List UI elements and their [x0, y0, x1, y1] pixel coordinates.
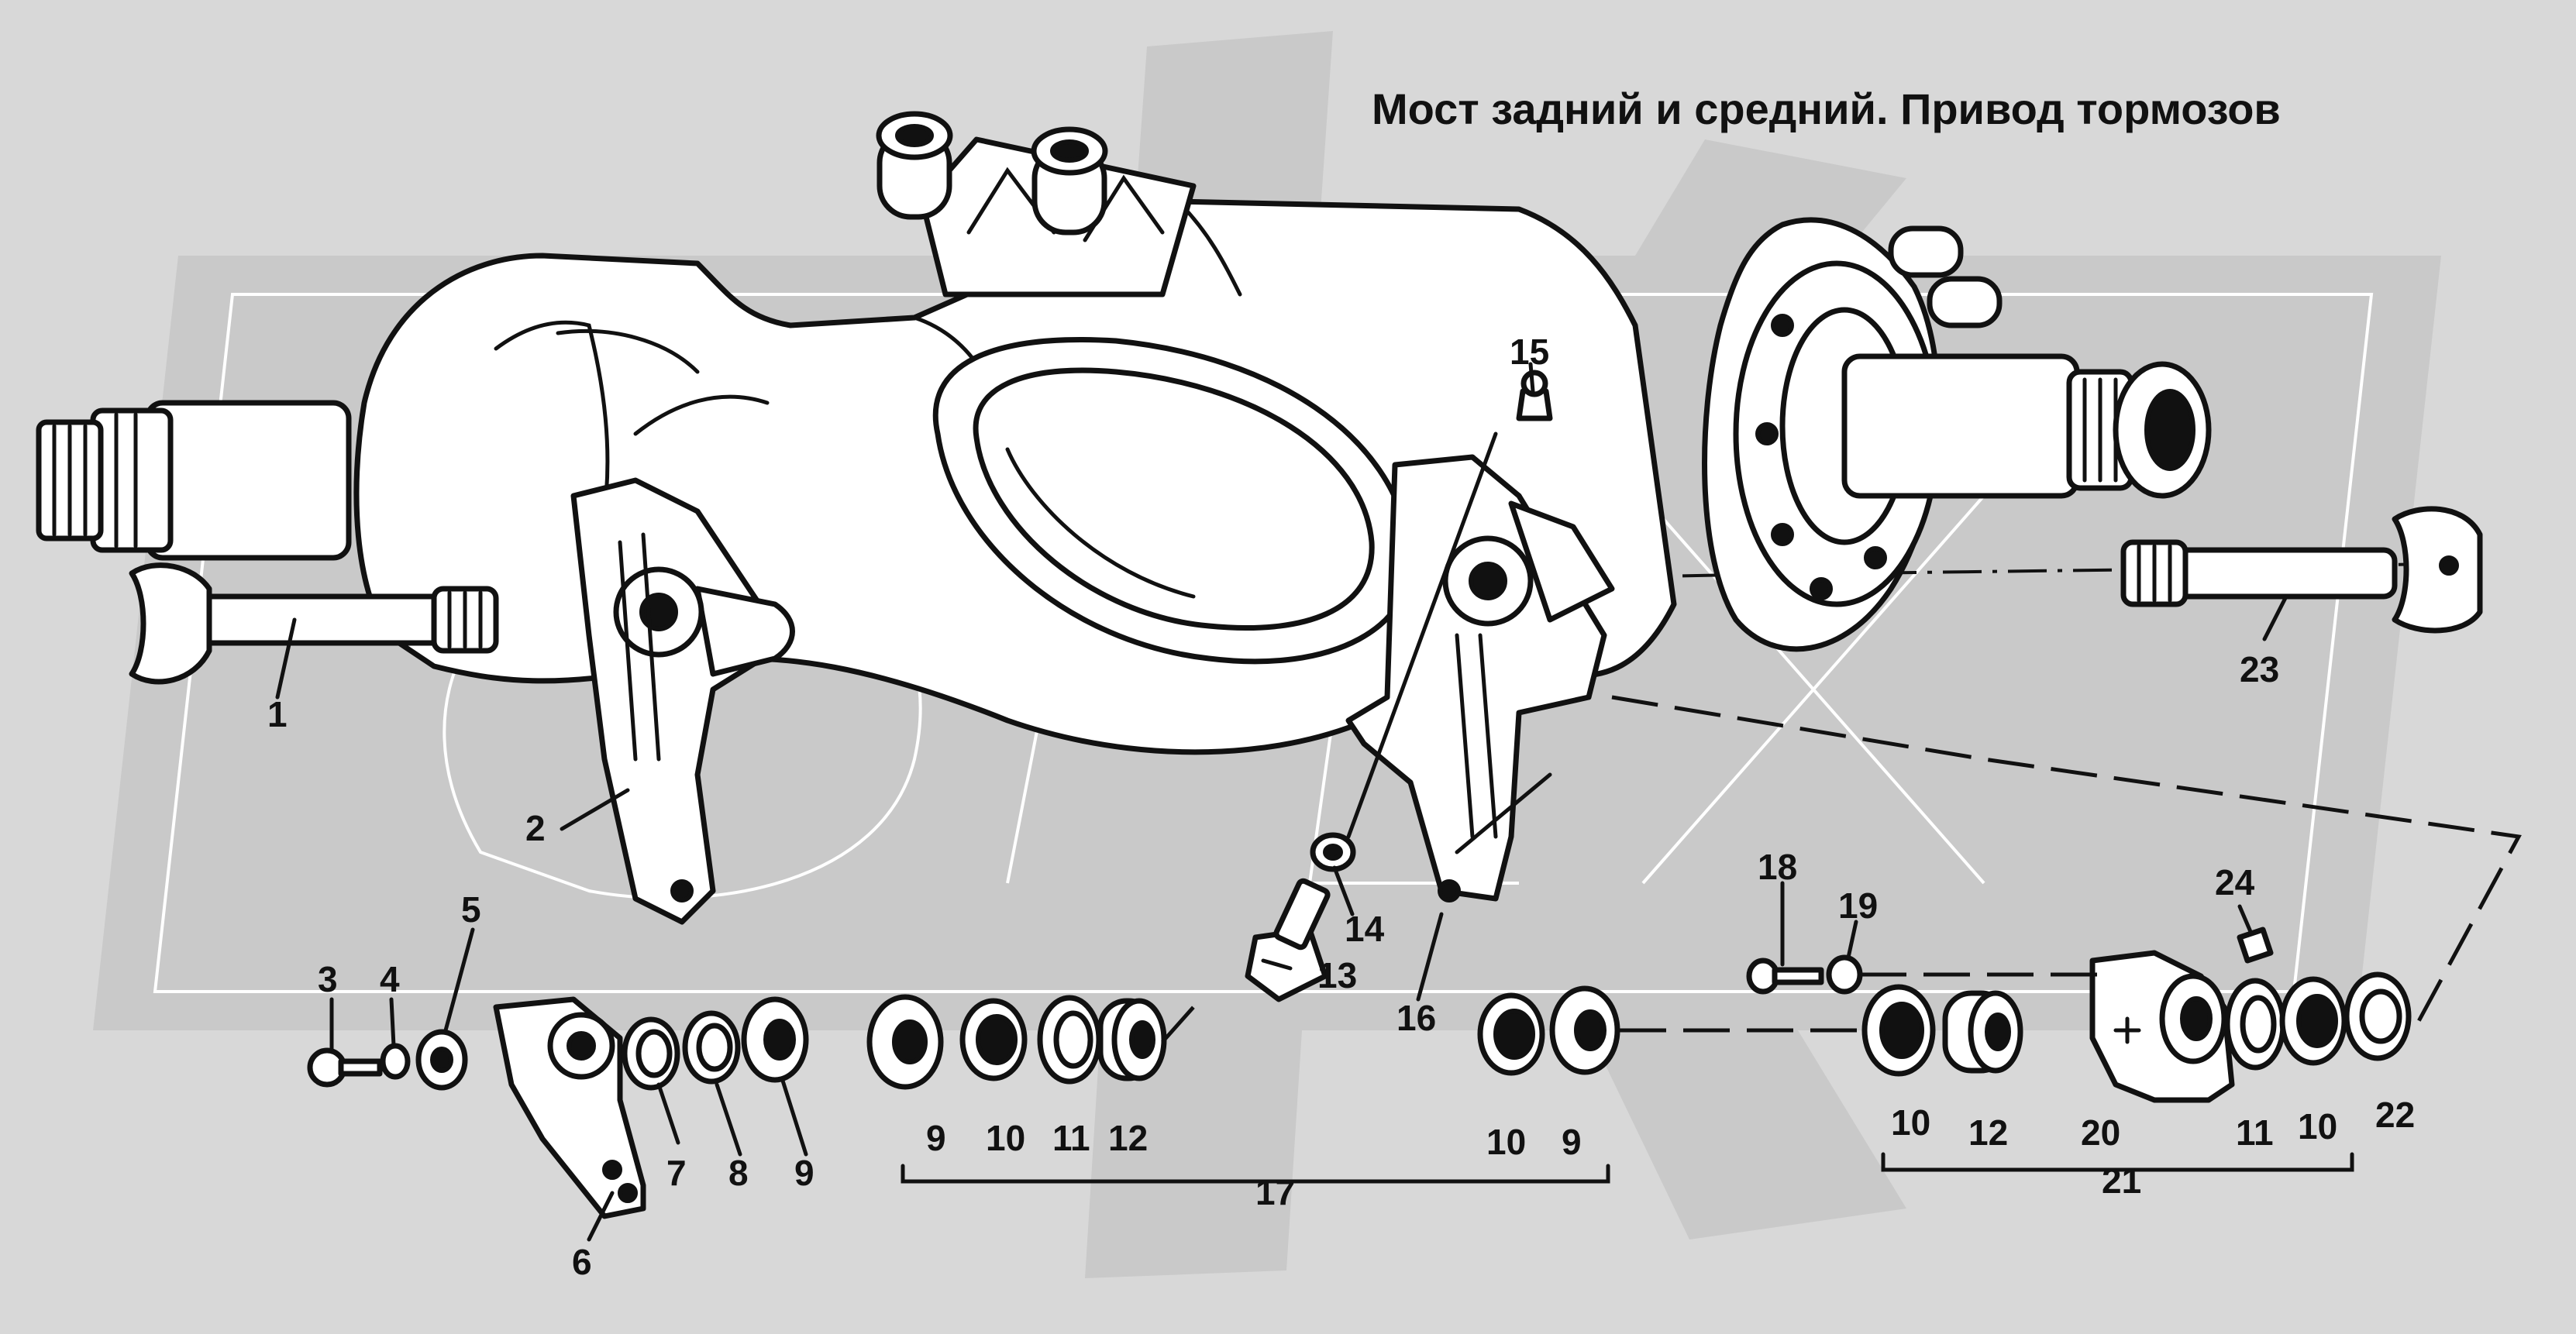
- callout-3: 3: [318, 959, 338, 999]
- callout-19: 19: [1838, 885, 1878, 926]
- bearing-10-group21-a: [1861, 984, 1936, 1077]
- grease-fitting-15: [1516, 370, 1553, 421]
- group-bracket-21: [1881, 1152, 2354, 1172]
- callout-16: 16: [1396, 998, 1436, 1038]
- callout-1: 1: [267, 694, 288, 734]
- brake-bracket-16: [1345, 454, 1615, 903]
- bearing-10-right: [1477, 992, 1545, 1076]
- callout-6: 6: [572, 1242, 592, 1282]
- gear-9-right: [1549, 985, 1620, 1075]
- callout-23: 23: [2240, 649, 2279, 689]
- top-bracket: [876, 111, 1197, 297]
- leader-lines: [275, 362, 2288, 1242]
- callout-17: 17: [1255, 1172, 1295, 1212]
- callout-10: 10: [2298, 1106, 2337, 1147]
- ring-11-group21: [2224, 978, 2286, 1071]
- nut-14: [1310, 832, 1356, 872]
- callout-7: 7: [666, 1153, 687, 1193]
- gear-9-mid: [866, 994, 944, 1090]
- assembly-line: [1455, 772, 1552, 854]
- camshaft-1: [129, 562, 499, 685]
- bolt-13: [1245, 878, 1331, 1002]
- ring-8: [682, 1010, 741, 1085]
- callout-10: 10: [1486, 1122, 1526, 1162]
- bushing-12-group21: [1942, 990, 2023, 1074]
- bolt-18: [1746, 958, 1824, 995]
- bushing-5: [415, 1029, 468, 1091]
- seal-22: [2344, 971, 2412, 1061]
- callout-8: 8: [728, 1153, 749, 1193]
- assembly-line: [1161, 1006, 1195, 1043]
- callout-9: 9: [926, 1118, 946, 1158]
- fitting-24: [2237, 927, 2274, 964]
- callout-9: 9: [794, 1153, 814, 1193]
- callout-4: 4: [380, 959, 400, 999]
- callout-21: 21: [2102, 1160, 2141, 1201]
- callout-10: 10: [1891, 1102, 1930, 1143]
- camshaft-23: [2120, 506, 2483, 634]
- callout-10: 10: [986, 1118, 1025, 1158]
- assembly-line: [1611, 695, 2522, 1024]
- bearing-10-group21-b: [2279, 976, 2347, 1066]
- callout-14: 14: [1345, 909, 1385, 949]
- callout-9: 9: [1562, 1122, 1582, 1162]
- housing-20: [2089, 950, 2235, 1103]
- diagram-title: Мост задний и средний. Привод тормозов: [1372, 84, 2281, 133]
- callout-13: 13: [1317, 955, 1357, 995]
- callout-5: 5: [461, 889, 481, 930]
- callout-15: 15: [1510, 332, 1549, 372]
- callout-12: 12: [1108, 1118, 1148, 1158]
- nut-19: [1826, 954, 1863, 995]
- ring-11-mid: [1037, 995, 1102, 1085]
- bearing-10-mid: [959, 998, 1028, 1081]
- left-axle-end: [36, 400, 352, 561]
- callout-24: 24: [2215, 862, 2255, 903]
- callout-2: 2: [525, 808, 546, 848]
- callout-11: 11: [1052, 1118, 1090, 1158]
- bolt-3: [307, 1047, 383, 1088]
- callout-22: 22: [2375, 1095, 2415, 1135]
- callout-11: 11: [2236, 1112, 2274, 1153]
- right-hub-flange: [1702, 217, 2212, 652]
- washer-4: [380, 1043, 411, 1080]
- lever-6: [493, 996, 646, 1219]
- callout-18: 18: [1758, 847, 1797, 887]
- bushing-12-mid: [1097, 998, 1167, 1081]
- assembly-line: [1346, 431, 1498, 839]
- group-bracket-17: [901, 1164, 1610, 1184]
- ring-7: [622, 1016, 680, 1091]
- gear-9-left: [741, 996, 809, 1083]
- brake-bracket-2: [570, 477, 795, 925]
- callout-20: 20: [2081, 1112, 2120, 1153]
- callout-12: 12: [1968, 1112, 2008, 1153]
